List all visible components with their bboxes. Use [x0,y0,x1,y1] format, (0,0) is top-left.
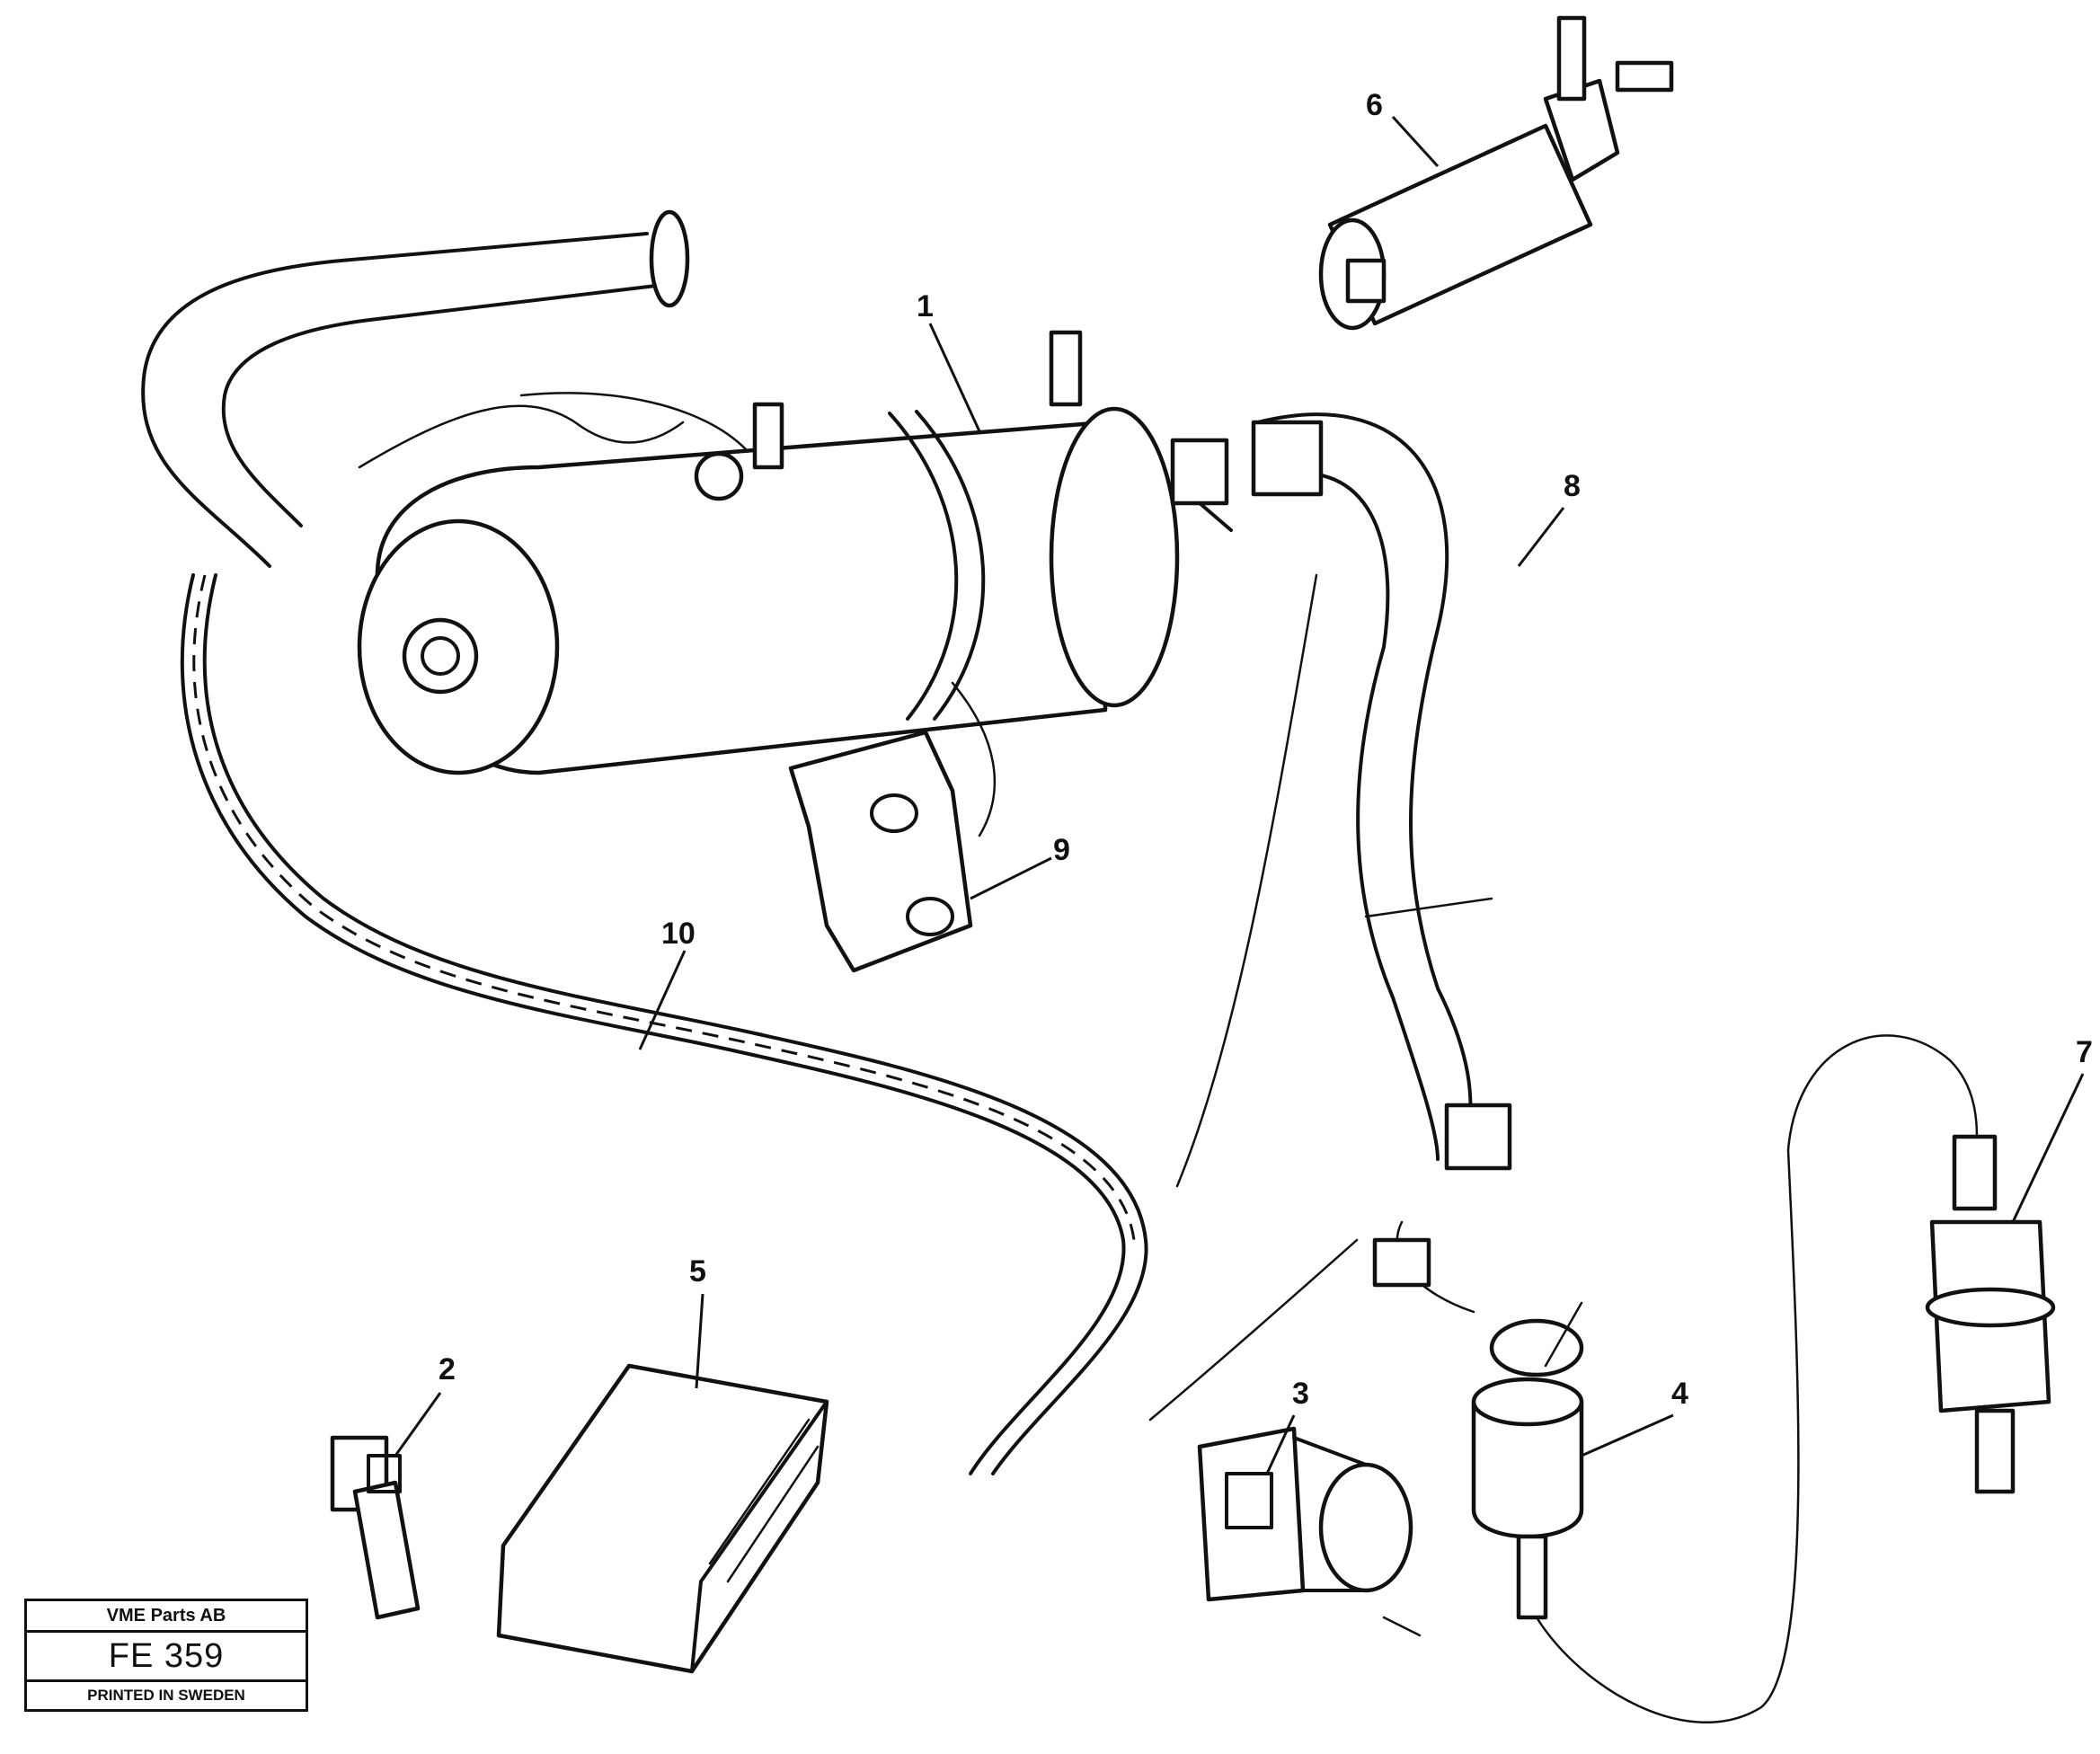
heater-unit [141,209,1233,775]
callout-4: 4 [1671,1377,1688,1411]
relay-holder [330,1435,421,1620]
wiring-harness [180,573,1359,1475]
control-switch [1197,1426,1422,1637]
printed-note: PRINTED IN SWEDEN [87,1687,245,1704]
coolant-hose [1251,412,1512,1171]
control-unit [496,1363,829,1674]
fuel-pump [1372,1148,1800,1723]
callout-9: 9 [1053,833,1070,867]
title-block: VME Parts AB FE 359 PRINTED IN SWEDEN [24,1599,308,1712]
coolant-pump [1318,15,1674,331]
drawing-code: FE 359 [27,1633,306,1682]
callout-6: 6 [1366,88,1383,122]
callout-7: 7 [2076,1035,2093,1069]
callout-1: 1 [917,289,934,323]
callout-5: 5 [689,1254,706,1289]
mounting-bracket [788,681,997,973]
company-name: VME Parts AB [27,1601,306,1633]
callout-8: 8 [1564,469,1581,503]
callout-3: 3 [1292,1377,1309,1411]
callout-2: 2 [439,1352,456,1386]
callout-10: 10 [661,917,696,951]
fuel-filter [1786,1034,2056,1494]
